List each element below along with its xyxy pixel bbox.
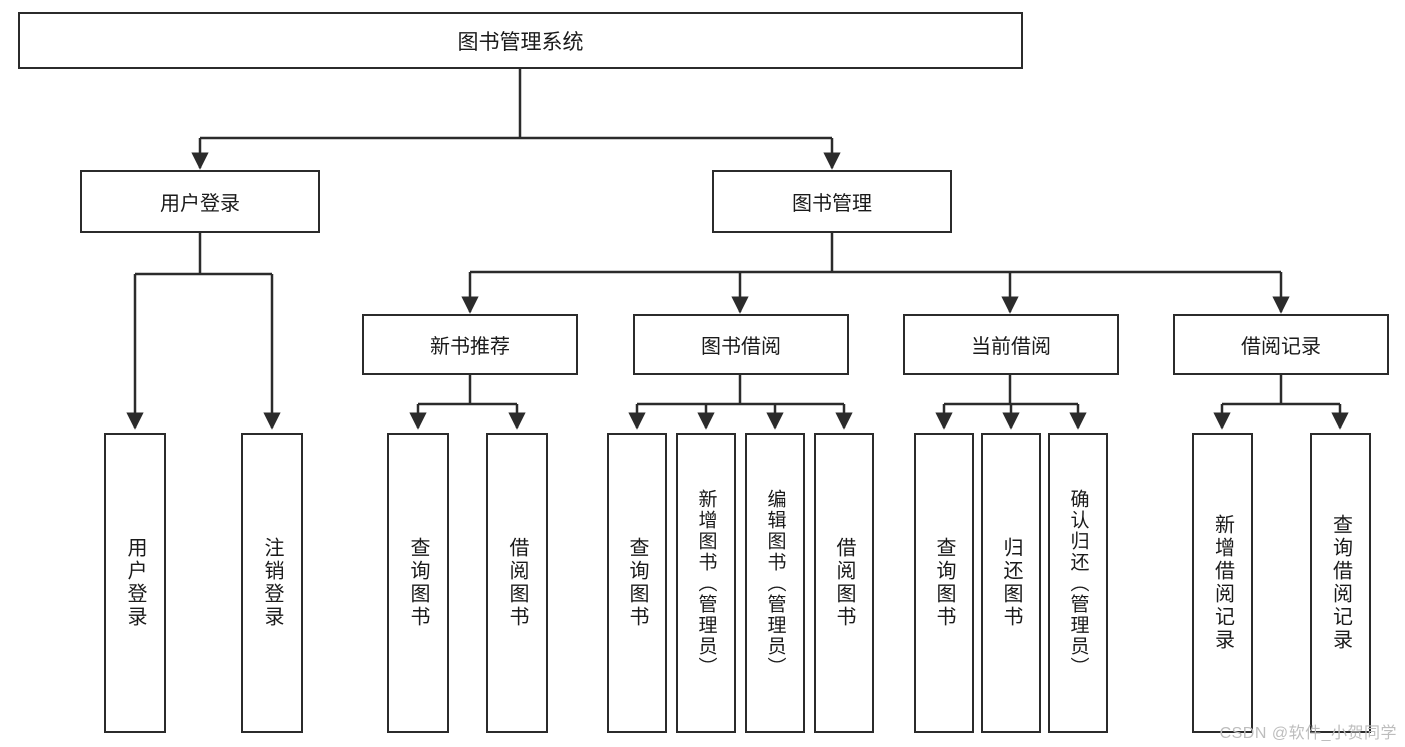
leaf-cb-return-book[interactable]: 归还图书: [981, 433, 1041, 733]
watermark: CSDN @软件_小贺同学: [1219, 725, 1397, 742]
node-user-login-label: 用户登录: [160, 193, 240, 215]
leaf-bb-borrow-book[interactable]: 借阅图书: [814, 433, 874, 733]
node-user-login[interactable]: 用户登录: [80, 170, 320, 233]
leaf-bb-edit-book[interactable]: 编辑图书（管理员）: [745, 433, 805, 733]
node-new-book-recommend[interactable]: 新书推荐: [362, 314, 578, 375]
leaf-nb-borrow-book[interactable]: 借阅图书: [486, 433, 548, 733]
leaf-cb-confirm-return-label: 确认归还（管理员）: [1067, 488, 1089, 678]
leaf-logout-label: 注销登录: [261, 537, 283, 629]
node-book-borrow-label: 图书借阅: [701, 336, 781, 358]
node-book-manage-label: 图书管理: [792, 193, 872, 215]
node-root-label: 图书管理系统: [457, 30, 584, 54]
leaf-nb-borrow-book-label: 借阅图书: [506, 537, 528, 629]
leaf-br-add-record[interactable]: 新增借阅记录: [1192, 433, 1253, 733]
leaf-logout[interactable]: 注销登录: [241, 433, 303, 733]
leaf-cb-query-book[interactable]: 查询图书: [914, 433, 974, 733]
leaf-bb-add-book-label: 新增图书（管理员）: [695, 488, 717, 678]
leaf-cb-return-book-label: 归还图书: [1000, 537, 1022, 629]
node-current-borrow-label: 当前借阅: [971, 336, 1051, 358]
leaf-br-add-record-label: 新增借阅记录: [1211, 514, 1234, 652]
leaf-user-login-label: 用户登录: [124, 537, 146, 629]
leaf-bb-borrow-book-label: 借阅图书: [833, 537, 855, 629]
leaf-nb-query-book[interactable]: 查询图书: [387, 433, 449, 733]
leaf-bb-query-book[interactable]: 查询图书: [607, 433, 667, 733]
node-borrow-record[interactable]: 借阅记录: [1173, 314, 1389, 375]
node-borrow-record-label: 借阅记录: [1241, 336, 1321, 358]
node-book-manage[interactable]: 图书管理: [712, 170, 952, 233]
leaf-nb-query-book-label: 查询图书: [407, 537, 429, 629]
node-new-book-recommend-label: 新书推荐: [430, 336, 510, 358]
node-book-borrow[interactable]: 图书借阅: [633, 314, 849, 375]
leaf-bb-add-book[interactable]: 新增图书（管理员）: [676, 433, 736, 733]
leaf-bb-query-book-label: 查询图书: [626, 537, 648, 629]
leaf-cb-query-book-label: 查询图书: [933, 537, 955, 629]
leaf-cb-confirm-return[interactable]: 确认归还（管理员）: [1048, 433, 1108, 733]
leaf-br-query-record[interactable]: 查询借阅记录: [1310, 433, 1371, 733]
leaf-bb-edit-book-label: 编辑图书（管理员）: [764, 488, 786, 678]
node-current-borrow[interactable]: 当前借阅: [903, 314, 1119, 375]
leaf-user-login[interactable]: 用户登录: [104, 433, 166, 733]
leaf-br-query-record-label: 查询借阅记录: [1329, 514, 1352, 652]
node-root-system[interactable]: 图书管理系统: [18, 12, 1023, 69]
